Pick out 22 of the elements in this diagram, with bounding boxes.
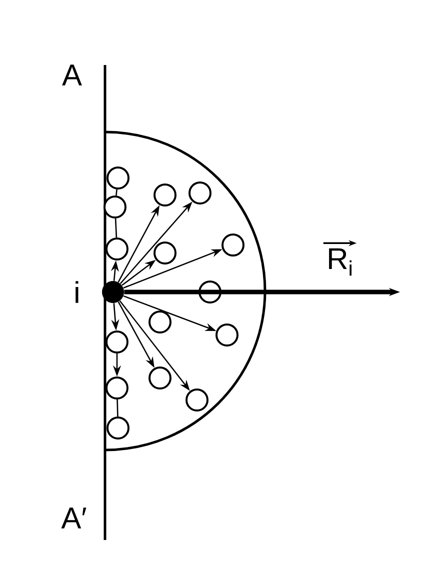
molecule-circle bbox=[106, 238, 128, 260]
molecule-circle bbox=[148, 310, 172, 334]
molecule-circle bbox=[154, 242, 176, 264]
molecule-circle bbox=[106, 376, 128, 400]
molecule-circle bbox=[106, 416, 130, 440]
molecule-dot bbox=[102, 281, 124, 303]
connecting-line bbox=[114, 218, 118, 238]
molecule-circle bbox=[216, 324, 238, 346]
connecting-line bbox=[116, 399, 118, 417]
molecule-circle bbox=[154, 184, 176, 206]
molecule-circle bbox=[188, 182, 212, 204]
molecule-circle bbox=[104, 196, 126, 218]
connecting-line bbox=[116, 189, 118, 196]
molecule-circle bbox=[222, 234, 244, 256]
molecule-circle bbox=[106, 330, 128, 354]
line-label: A′ bbox=[61, 508, 86, 528]
point-label: i bbox=[76, 281, 78, 303]
molecule-circle bbox=[148, 366, 172, 390]
molecule-circle bbox=[106, 166, 130, 190]
line-label: A bbox=[62, 64, 82, 86]
vector-label: R$_{i}$ bbox=[329, 248, 352, 276]
molecule-circle bbox=[186, 388, 208, 412]
